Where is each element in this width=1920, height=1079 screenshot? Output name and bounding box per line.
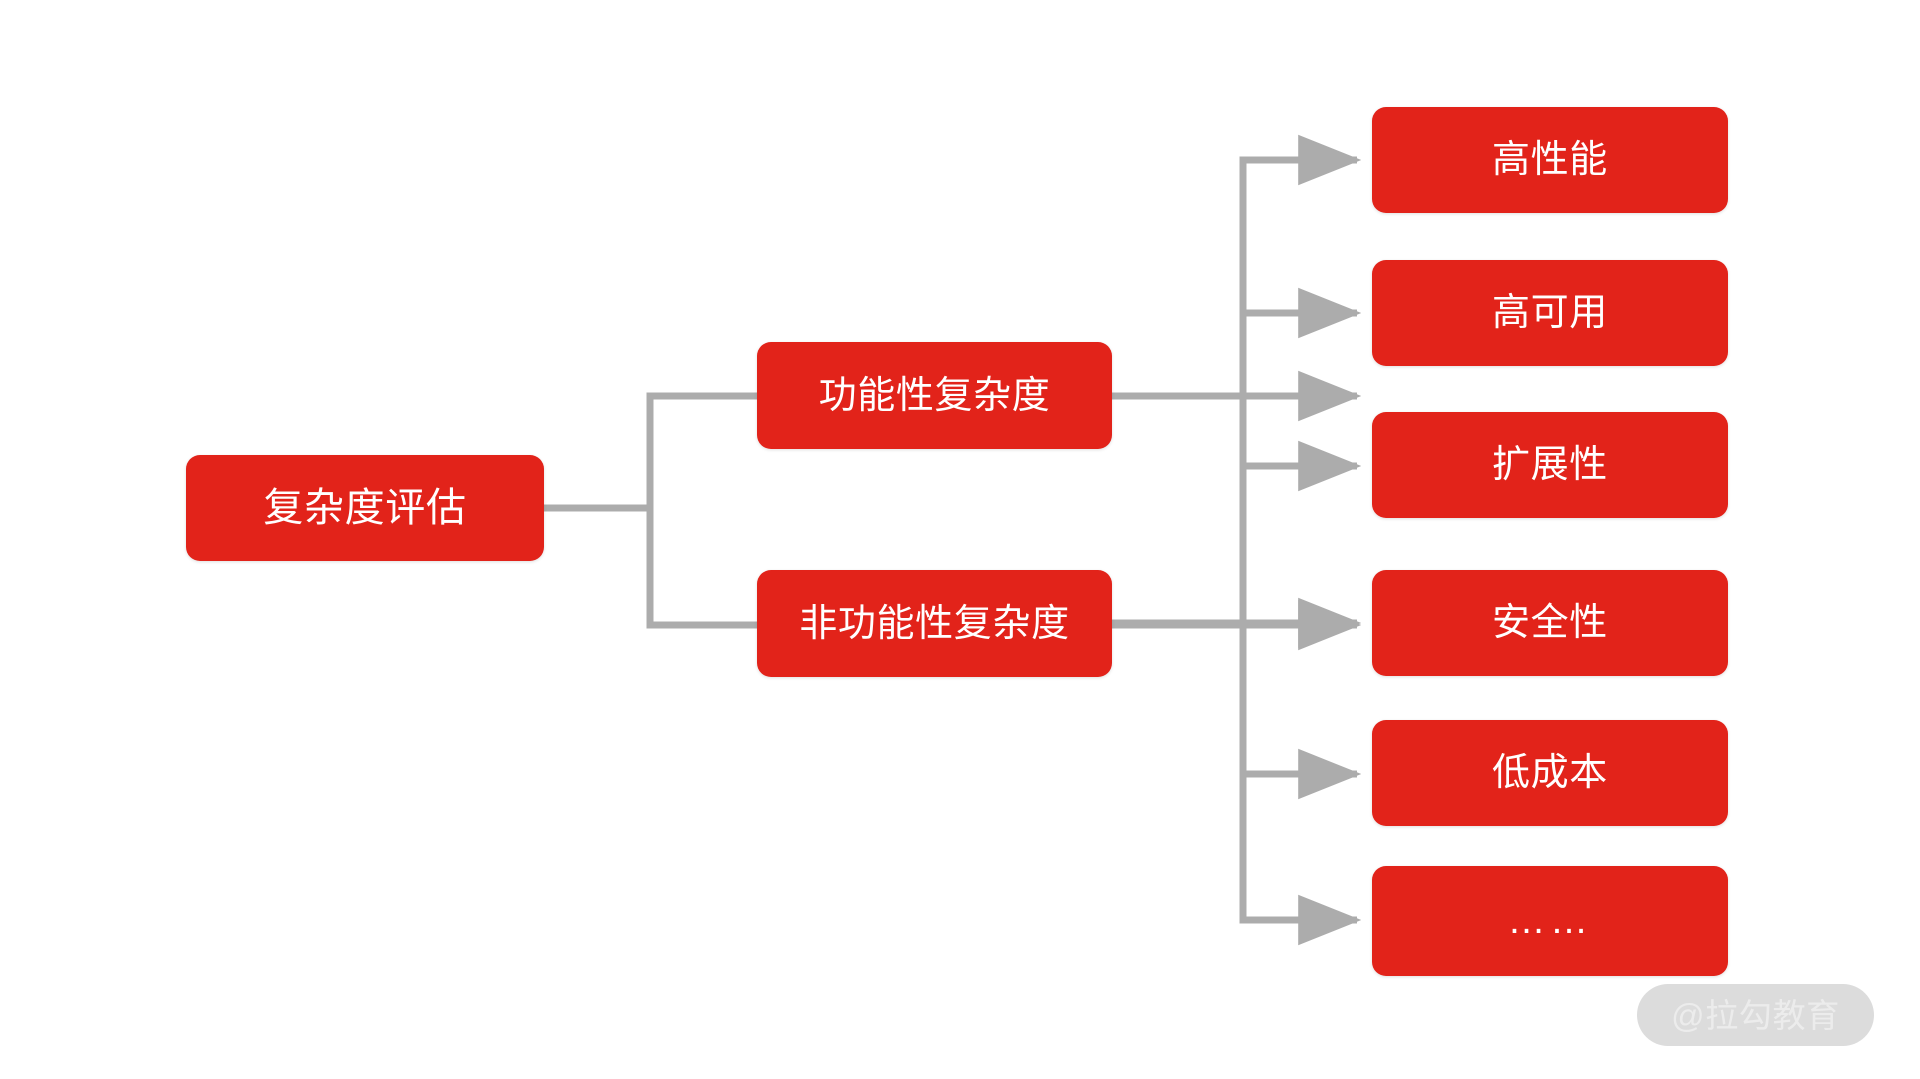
node-root[interactable]: 复杂度评估 [186, 455, 544, 561]
node-functional-complexity-label: 功能性复杂度 [818, 374, 1051, 417]
node-nonfunctional-complexity[interactable]: 非功能性复杂度 [757, 570, 1112, 677]
node-scalability-label: 扩展性 [1492, 444, 1608, 486]
node-high-availability[interactable]: 高可用 [1372, 260, 1728, 366]
node-ellipsis[interactable]: …… [1372, 866, 1728, 976]
node-root-label: 复杂度评估 [263, 486, 467, 530]
node-functional-complexity[interactable]: 功能性复杂度 [757, 342, 1112, 449]
watermark-text: @拉勾教育 [1671, 996, 1840, 1034]
node-high-performance-label: 高性能 [1492, 139, 1608, 181]
node-ellipsis-label: …… [1507, 900, 1593, 942]
node-high-availability-label: 高可用 [1492, 292, 1608, 334]
watermark-badge: @拉勾教育 [1637, 984, 1874, 1046]
node-low-cost-label: 低成本 [1492, 752, 1608, 794]
node-high-performance[interactable]: 高性能 [1372, 107, 1728, 213]
node-scalability[interactable]: 扩展性 [1372, 412, 1728, 518]
node-nonfunctional-complexity-label: 非功能性复杂度 [799, 602, 1070, 645]
node-low-cost[interactable]: 低成本 [1372, 720, 1728, 826]
node-security-label: 安全性 [1492, 602, 1608, 644]
node-security[interactable]: 安全性 [1372, 570, 1728, 676]
